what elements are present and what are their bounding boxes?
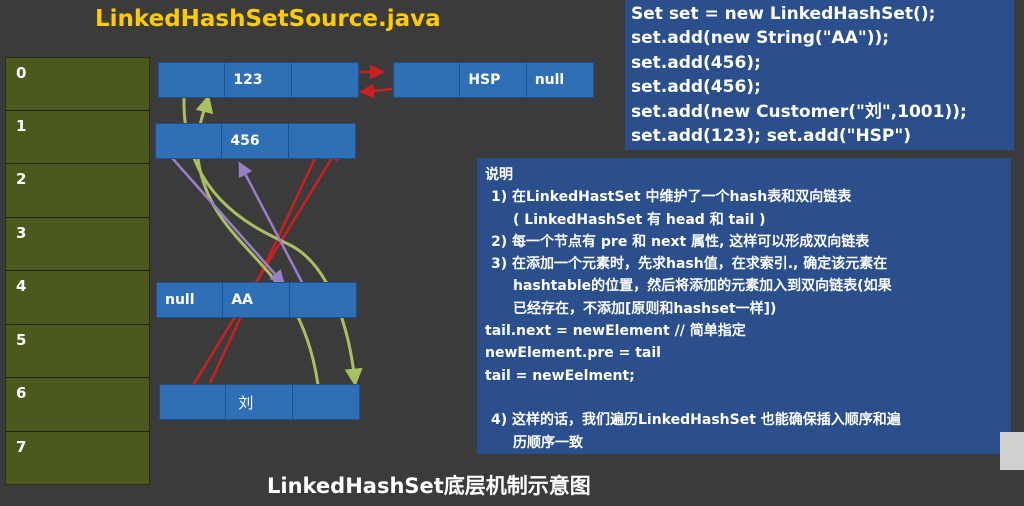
node-aa-pre: null [157, 283, 224, 317]
code-panel: Set set = new LinkedHashSet(); set.add(n… [625, 0, 1014, 150]
code-line-6: set.add(123); set.add("HSP") [631, 126, 912, 147]
arrow-liu-to-456-red [208, 140, 324, 384]
table-slot-1: 1 [6, 111, 149, 164]
note-line-11: 4) 这样的话，我们遍历LinkedHashSet 也能确保插入顺序和遍 [491, 412, 901, 429]
note-heading: 说明 [485, 167, 513, 183]
node-liu-next [293, 385, 359, 419]
hash-table: 0 1 2 3 4 5 6 7 [5, 57, 150, 485]
table-slot-4: 4 [6, 271, 149, 325]
table-slot-7: 7 [16, 438, 27, 456]
code-line-1: Set set = new LinkedHashSet(); [631, 4, 936, 24]
note-line-5: hashtable的位置，然后将添加的元素加入到双向链表(如果 [513, 278, 892, 295]
note-line-4: 3) 在添加一个元素时，先求hash值，在求索引., 确定该元素在 [491, 256, 888, 273]
node-456-value: 456 [222, 124, 289, 158]
node-aa-next [290, 283, 356, 317]
note-line-3: 2) 每一个节点有 pre 和 next 属性, 这样可以形成双向链表 [491, 233, 870, 250]
arrow-purple-aa-to-456 [238, 161, 307, 289]
note-line-9: tail = newEelment; [485, 367, 635, 384]
table-slot-2: 2 [6, 164, 149, 218]
arrow-purple-456-to-aa [164, 149, 285, 286]
node-liu: 刘 [159, 384, 360, 420]
table-slot-0: 0 [6, 58, 149, 111]
node-liu-pre [160, 385, 227, 419]
code-line-2: set.add(new String("AA")); [631, 28, 890, 49]
arrow-liu-to-123-red [190, 145, 340, 388]
arrow-hsp-to-123 [359, 83, 393, 99]
corner-decoration [1000, 432, 1024, 470]
code-line-4: set.add(456); [631, 77, 761, 98]
table-slot-3: 3 [6, 218, 149, 271]
node-aa: null AA [156, 282, 357, 318]
diagram-caption: LinkedHashSet底层机制示意图 [267, 474, 591, 498]
node-456-pre [156, 124, 223, 158]
node-123-next [292, 63, 358, 97]
node-hsp-value: HSP [460, 63, 527, 97]
node-123: 123 [158, 62, 359, 98]
note-line-6: 已经存在，不添加[原则和hashset一样]) [513, 300, 777, 317]
node-liu-value: 刘 [226, 385, 293, 419]
code-line-3: set.add(456); [631, 52, 761, 73]
node-hsp: HSP null [393, 62, 594, 98]
note-line-12: 历顺序一致 [513, 434, 583, 451]
table-slot-6: 6 [6, 378, 149, 432]
note-line-10 [485, 387, 1003, 409]
node-aa-value: AA [223, 283, 290, 317]
note-line-1: 1) 在LinkedHastSet 中维护了一个hash表和双向链表 [491, 189, 852, 206]
node-hsp-next: null [534, 72, 565, 88]
note-line-7: tail.next = newElement // 简单指定 [485, 323, 746, 340]
note-line-8: newElement.pre = tail [485, 345, 661, 362]
note-line-2: ( LinkedHashSet 有 head 和 tail ) [513, 211, 766, 228]
explanation-panel: 说明 1) 在LinkedHastSet 中维护了一个hash表和双向链表 ( … [477, 158, 1011, 454]
node-456: 456 [155, 123, 356, 159]
table-slot-5: 5 [6, 325, 149, 378]
code-line-5: set.add(new Customer("刘",1001)); [631, 101, 967, 122]
node-456-next [289, 124, 355, 158]
node-123-value: 123 [225, 63, 292, 97]
diagram-title: LinkedHashSetSource.java [95, 6, 441, 32]
node-hsp-pre [394, 63, 461, 97]
node-123-pre [159, 63, 226, 97]
